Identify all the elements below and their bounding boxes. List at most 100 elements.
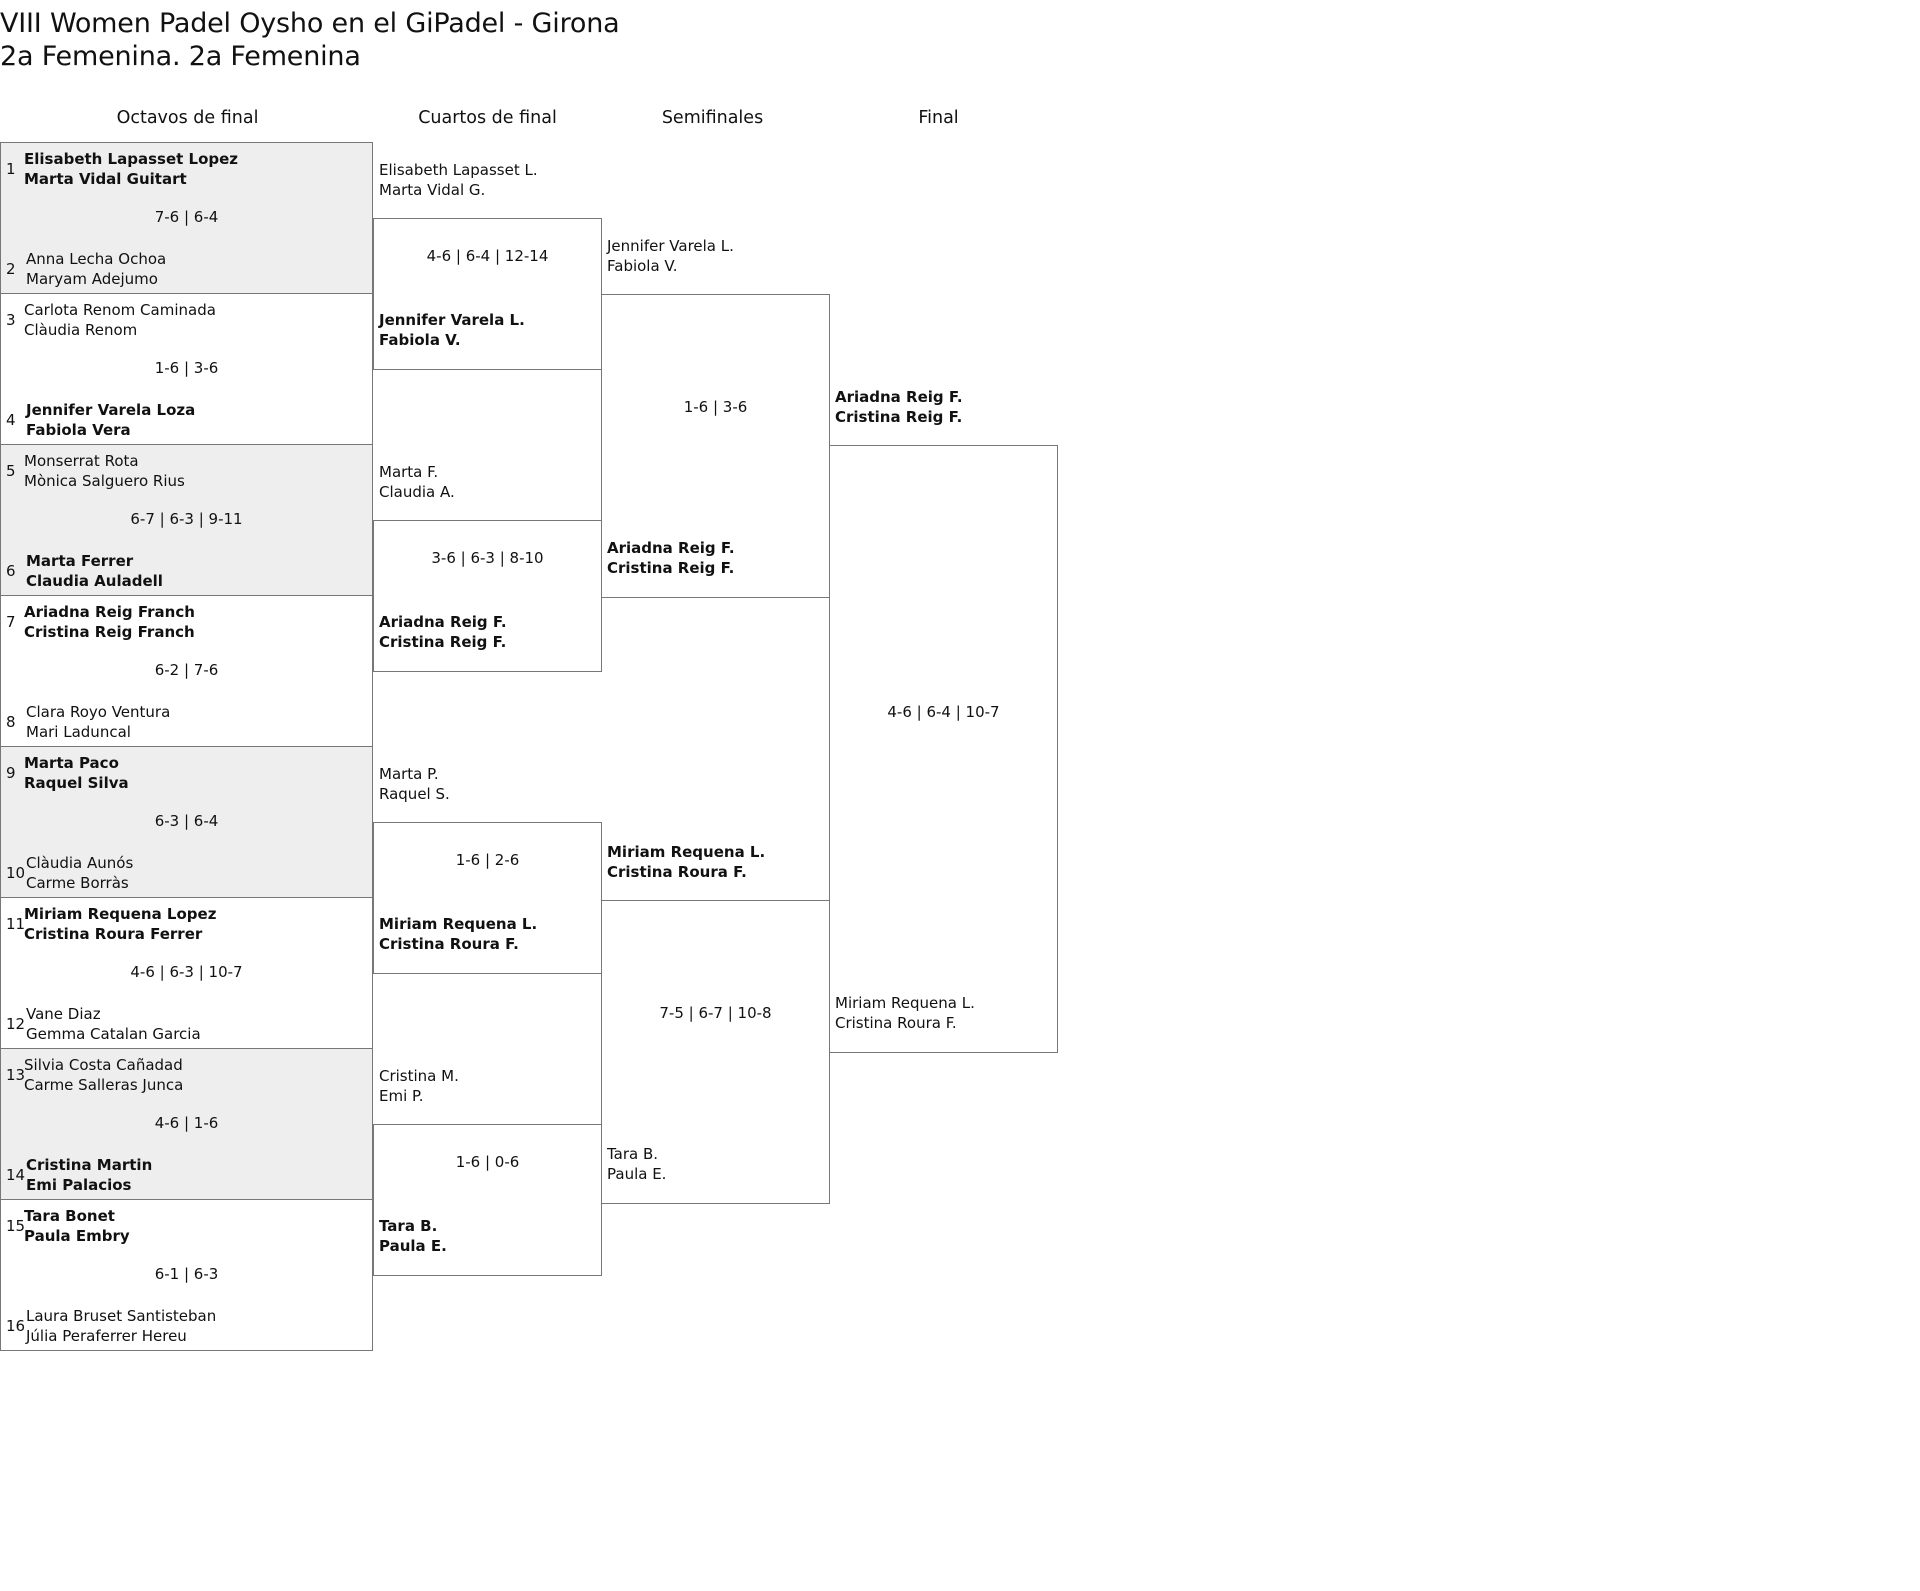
seed-number: 6 bbox=[6, 562, 16, 580]
round-header: Cuartos de final bbox=[418, 108, 557, 128]
seed-number: 2 bbox=[6, 260, 16, 278]
match-score: 6-1 | 6-3 bbox=[154, 1265, 219, 1283]
player-name: Mònica Salguero Rius bbox=[24, 471, 185, 490]
match-score: 1-6 | 3-6 bbox=[154, 359, 219, 377]
player-name: Fabiola V. bbox=[379, 330, 461, 349]
player-name: Fabiola V. bbox=[607, 256, 678, 275]
match-score: 4-6 | 6-4 | 10-7 bbox=[887, 703, 1000, 721]
player-name: Monserrat Rota bbox=[24, 452, 139, 470]
player-name: Emi Palacios bbox=[26, 1175, 132, 1194]
player-name: Miriam Requena L. bbox=[607, 843, 766, 861]
player-name: Marta Ferrer bbox=[26, 552, 134, 570]
player-name: Cristina Reig F. bbox=[379, 632, 507, 651]
seed-number: 4 bbox=[6, 411, 16, 429]
seed-number: 1 bbox=[6, 160, 16, 178]
round-header: Final bbox=[918, 108, 959, 128]
player-name: Carme Borràs bbox=[26, 873, 129, 892]
player-name: Silvia Costa Cañadad bbox=[24, 1056, 183, 1074]
match-score: 7-6 | 6-4 bbox=[154, 208, 219, 226]
player-name: Cristina Reig F. bbox=[607, 558, 735, 577]
seed-number: 15 bbox=[6, 1217, 26, 1235]
player-name: Raquel S. bbox=[379, 784, 450, 803]
player-name: Mari Laduncal bbox=[26, 722, 131, 741]
player-name: Cristina Reig Franch bbox=[24, 622, 195, 641]
player-name: Ariadna Reig Franch bbox=[24, 603, 195, 621]
match-score: 4-6 | 6-4 | 12-14 bbox=[426, 247, 549, 265]
player-name: Claudia Auladell bbox=[26, 571, 163, 590]
match-score: 1-6 | 2-6 bbox=[455, 851, 520, 869]
player-name: Miriam Requena L. bbox=[379, 915, 538, 933]
player-name: Raquel Silva bbox=[24, 773, 129, 792]
player-name: Cristina Martin bbox=[26, 1156, 153, 1174]
player-name: Tara Bonet bbox=[24, 1207, 115, 1225]
player-name: Cristina Roura F. bbox=[607, 862, 747, 881]
seed-number: 14 bbox=[6, 1166, 26, 1184]
seed-number: 11 bbox=[6, 915, 26, 933]
match-score: 6-3 | 6-4 bbox=[154, 812, 219, 830]
player-name: Marta P. bbox=[379, 765, 439, 783]
match-score: 6-7 | 6-3 | 9-11 bbox=[130, 510, 243, 528]
player-name: Miriam Requena Lopez bbox=[24, 905, 217, 923]
match-score: 4-6 | 1-6 bbox=[154, 1114, 219, 1132]
r16-match-box bbox=[0, 1048, 373, 1200]
round-header: Octavos de final bbox=[116, 108, 259, 128]
player-name: Jennifer Varela L. bbox=[379, 311, 525, 329]
player-name: Júlia Peraferrer Hereu bbox=[26, 1326, 187, 1345]
tournament-title: VIII Women Padel Oysho en el GiPadel - G… bbox=[0, 8, 620, 39]
player-name: Ariadna Reig F. bbox=[379, 613, 507, 631]
player-name: Emi P. bbox=[379, 1086, 424, 1105]
player-name: Gemma Catalan Garcia bbox=[26, 1024, 201, 1043]
match-score: 7-5 | 6-7 | 10-8 bbox=[659, 1004, 772, 1022]
player-name: Ariadna Reig F. bbox=[835, 388, 963, 406]
qf-match-box bbox=[373, 822, 602, 974]
player-name: Jennifer Varela L. bbox=[607, 237, 734, 255]
player-name: Marta Paco bbox=[24, 754, 119, 772]
seed-number: 12 bbox=[6, 1015, 26, 1033]
player-name: Clàudia Aunós bbox=[26, 854, 134, 872]
player-name: Claudia A. bbox=[379, 482, 455, 501]
seed-number: 7 bbox=[6, 613, 16, 631]
final-match-box bbox=[829, 445, 1058, 1053]
category-title: 2a Femenina. 2a Femenina bbox=[0, 41, 361, 72]
match-score: 4-6 | 6-3 | 10-7 bbox=[130, 963, 243, 981]
player-name: Marta Vidal G. bbox=[379, 180, 486, 199]
seed-number: 5 bbox=[6, 462, 16, 480]
player-name: Carlota Renom Caminada bbox=[24, 301, 216, 319]
player-name: Marta Vidal Guitart bbox=[24, 169, 187, 188]
player-name: Fabiola Vera bbox=[26, 420, 131, 439]
seed-number: 8 bbox=[6, 713, 16, 731]
player-name: Cristina Roura Ferrer bbox=[24, 924, 203, 943]
player-name: Ariadna Reig F. bbox=[607, 539, 735, 557]
round-header: Semifinales bbox=[661, 108, 764, 128]
player-name: Paula E. bbox=[379, 1236, 447, 1255]
r16-match-box bbox=[0, 746, 373, 898]
match-score: 3-6 | 6-3 | 8-10 bbox=[431, 549, 544, 567]
match-score: 1-6 | 3-6 bbox=[683, 398, 748, 416]
player-name: Marta F. bbox=[379, 463, 439, 481]
seed-number: 9 bbox=[6, 764, 16, 782]
player-name: Anna Lecha Ochoa bbox=[26, 250, 167, 268]
seed-number: 10 bbox=[6, 864, 26, 882]
r16-match-box bbox=[0, 444, 373, 596]
player-name: Cristina Reig F. bbox=[835, 407, 963, 426]
player-name: Clara Royo Ventura bbox=[26, 703, 171, 721]
player-name: Paula Embry bbox=[24, 1226, 130, 1245]
seed-number: 3 bbox=[6, 311, 16, 329]
player-name: Elisabeth Lapasset Lopez bbox=[24, 150, 239, 168]
player-name: Jennifer Varela Loza bbox=[26, 401, 196, 419]
player-name: Tara B. bbox=[379, 1217, 438, 1235]
player-name: Clàudia Renom bbox=[24, 320, 138, 339]
player-name: Vane Diaz bbox=[26, 1005, 101, 1023]
player-name: Laura Bruset Santisteban bbox=[26, 1307, 217, 1325]
seed-number: 16 bbox=[6, 1317, 26, 1335]
player-name: Paula E. bbox=[607, 1164, 667, 1183]
match-score: 1-6 | 0-6 bbox=[455, 1153, 520, 1171]
match-score: 6-2 | 7-6 bbox=[154, 661, 219, 679]
player-name: Cristina Roura F. bbox=[379, 934, 519, 953]
player-name: Carme Salleras Junca bbox=[24, 1075, 184, 1094]
player-name: Cristina M. bbox=[379, 1067, 459, 1085]
player-name: Maryam Adejumo bbox=[26, 269, 158, 288]
player-name: Miriam Requena L. bbox=[835, 994, 975, 1012]
player-name: Cristina Roura F. bbox=[835, 1013, 957, 1032]
seed-number: 13 bbox=[6, 1066, 26, 1084]
